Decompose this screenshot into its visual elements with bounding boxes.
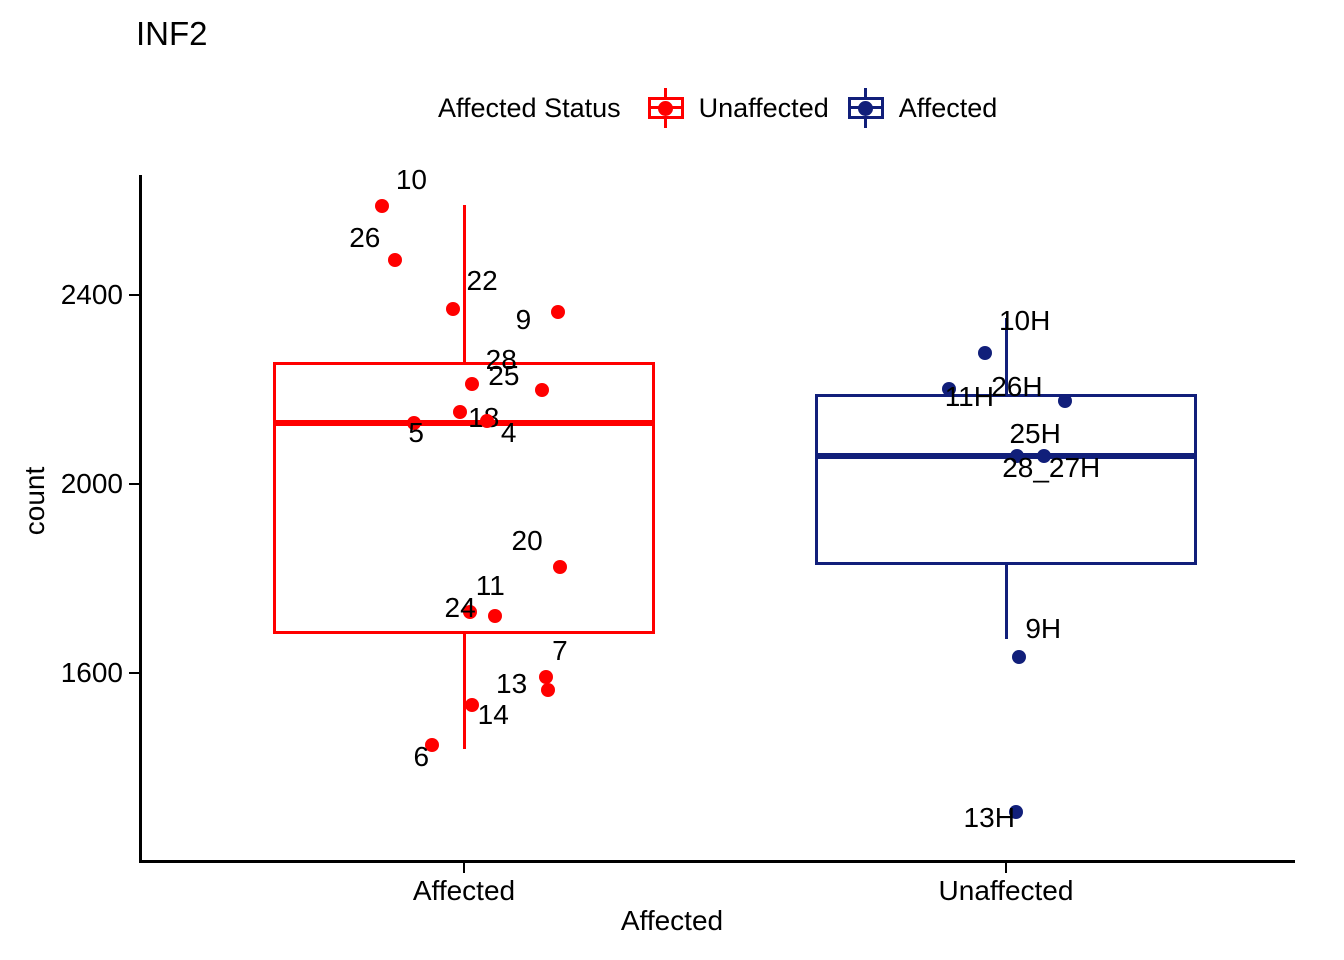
data-point-label: 25H [1009,417,1061,449]
data-point[interactable] [462,604,477,619]
data-point-label: 20 [511,524,543,556]
y-axis-tick [129,483,139,485]
data-point[interactable] [1037,448,1052,463]
y-axis-line [139,175,142,863]
legend-title: Affected Status [438,93,621,123]
median-line [815,452,1197,459]
legend-label-unaffected: Unaffected [698,93,829,123]
data-point[interactable] [445,302,460,317]
data-point[interactable] [479,413,494,428]
whisker-lower [1005,565,1008,639]
y-axis-tick-label: 1600 [60,657,123,688]
y-axis-tick-label: 2400 [60,279,123,310]
y-axis-tick-label: 2000 [60,468,123,499]
page-title: INF2 [136,15,208,52]
median-line [273,419,655,426]
legend-label-affected: Affected [898,93,998,123]
data-point-label: 4 [500,416,517,448]
x-axis-title: Affected [620,905,724,936]
boxplot-key-icon [643,88,689,128]
data-point-label: 22 [466,265,498,297]
boxplot-affected[interactable] [139,175,1295,863]
data-point[interactable] [407,415,422,430]
data-point[interactable] [424,738,439,753]
data-point-label: 28_27H [1002,451,1101,483]
box-iqr [273,362,655,635]
data-point-label: 24 [444,592,476,624]
data-point-label: 25 [488,359,520,391]
data-point-label: 13H [963,802,1015,834]
data-point-label: 9 [515,303,532,335]
data-point-label: 26 [349,222,381,254]
data-point-label: 26H [991,370,1043,402]
data-point[interactable] [977,346,992,361]
data-point[interactable] [1010,448,1025,463]
data-point[interactable] [539,669,554,684]
whisker-upper [1005,317,1008,395]
data-point[interactable] [1008,805,1023,820]
data-point-label: 11H [944,380,994,412]
y-axis-tick [129,294,139,296]
data-point[interactable] [550,304,565,319]
x-axis-tick [1005,863,1007,873]
x-axis-line [139,860,1295,863]
data-point[interactable] [464,697,479,712]
data-point[interactable] [541,682,556,697]
data-point-label: 13 [496,667,528,699]
data-point[interactable] [552,559,567,574]
data-point-label: 5 [408,416,424,448]
data-point[interactable] [1012,649,1027,664]
boxplot-key-icon [843,88,889,128]
data-point[interactable] [535,382,550,397]
data-point-label: 9H [1025,612,1062,644]
whisker-lower [463,634,466,749]
data-point[interactable] [941,381,956,396]
data-point-label: 7 [552,634,568,666]
data-point[interactable] [1058,393,1073,408]
x-axis-tick [463,863,465,873]
y-axis-tick [129,672,139,674]
boxplot-unaffected[interactable] [139,175,1295,863]
data-point[interactable] [453,405,468,420]
data-point-label: 6 [413,741,430,773]
data-point-label: 28 [485,343,517,375]
legend: Affected Status Unaffected Affected [438,88,997,128]
data-point-label: 10 [395,164,428,196]
data-point[interactable] [388,253,403,268]
data-point-label: 10H [998,305,1051,337]
data-point[interactable] [487,609,502,624]
x-axis-tick-label: Unaffected [938,875,1074,906]
box-iqr [815,394,1197,566]
data-points-layer: 10262292825185420112471314610H11H26H25H2… [139,164,1295,863]
data-point-label: 11 [475,569,505,601]
y-axis-title: count [19,466,50,536]
data-point[interactable] [464,376,479,391]
data-point-label: 14 [477,698,509,730]
data-point[interactable] [374,199,389,214]
plot-panel: 10262292825185420112471314610H11H26H25H2… [129,164,1295,873]
legend-item-affected[interactable]: Affected [843,88,998,128]
legend-item-unaffected[interactable]: Unaffected [643,88,829,128]
x-axis-tick-label: Affected [412,875,516,906]
whisker-upper [463,205,466,363]
